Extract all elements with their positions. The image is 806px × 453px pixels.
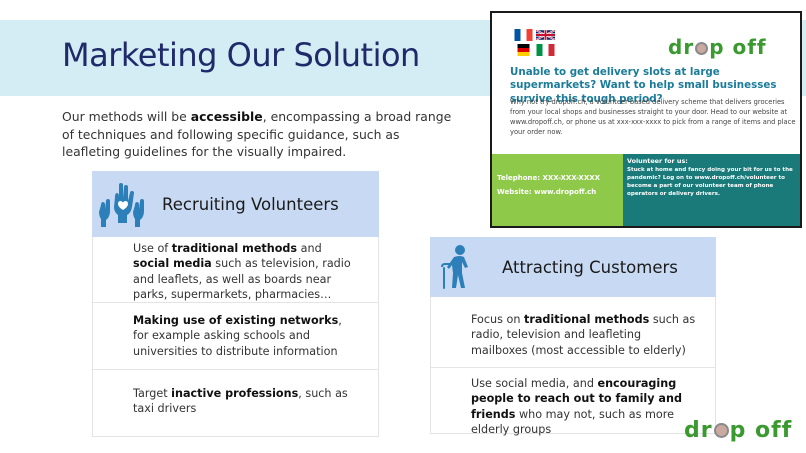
item-text: Focus on	[471, 313, 524, 326]
flyer-volunteer-title: Volunteer for us:	[627, 157, 688, 165]
item-text: and	[297, 242, 322, 255]
uk-flag-icon[interactable]	[536, 29, 555, 41]
slide-title: Marketing Our Solution	[62, 36, 420, 74]
attracting-customers-title: Attracting Customers	[502, 257, 678, 277]
item-text: who may not, such as more elderly groups	[471, 407, 674, 437]
item-text: Use social media, and	[471, 377, 598, 390]
item-bold: Making use of existing networks	[133, 314, 339, 327]
intro-paragraph: Our methods will be accessible, encompas…	[62, 108, 452, 161]
flyer-volunteer-text: Stuck at home and fancy doing your bit f…	[627, 167, 793, 198]
logo-part: dr	[684, 418, 713, 443]
list-item: Making use of existing networks, for exa…	[92, 303, 379, 370]
flyer-headline: Unable to get delivery slots at large su…	[510, 66, 777, 105]
attracting-customers-column: Attracting Customers Focus on traditiona…	[430, 237, 716, 437]
intro-text-2: , encompassing a broad range of techniqu…	[62, 109, 452, 160]
logo-wheel-icon	[713, 423, 729, 438]
item-bold: traditional methods	[524, 313, 650, 326]
list-item: Target inactive professions, such as tax…	[92, 370, 379, 437]
list-item: Use social media, and encouraging people…	[430, 368, 716, 437]
recruiting-volunteers-header: Recruiting Volunteers	[92, 171, 379, 237]
item-text: such as radio, television and leafleting…	[471, 313, 696, 357]
elderly-person-icon	[441, 245, 468, 289]
logo-part: p	[729, 418, 747, 443]
item-text: , such as taxi drivers	[133, 387, 348, 416]
list-item: Use of traditional methods and social me…	[92, 237, 379, 303]
item-text: such as television, radio and leaflets, …	[133, 257, 351, 302]
intro-text-1: Our methods will be	[62, 109, 191, 124]
item-bold: inactive professions	[171, 387, 299, 400]
item-bold: encouraging people to reach out to famil…	[471, 377, 682, 421]
item-text: , for example asking schools and univers…	[133, 314, 342, 358]
logo-wheel-icon	[695, 42, 709, 55]
list-item: Focus on traditional methods such as rad…	[430, 297, 716, 368]
flyer-body-text: Why not try dropoff.ch, a volunteer-base…	[510, 98, 796, 137]
logo-part: off	[732, 35, 767, 59]
attracting-customers-header: Attracting Customers	[430, 237, 716, 297]
recruiting-volunteers-column: Recruiting Volunteers Use of traditional…	[92, 171, 379, 437]
item-text: Target	[133, 387, 172, 400]
flyer-volunteer-box: Volunteer for us: Stuck at home and fanc…	[623, 154, 800, 226]
logo-part: off	[755, 418, 793, 443]
logo-part: dr	[668, 35, 695, 59]
item-bold: traditional methods	[171, 242, 298, 255]
intro-bold-1: accessible	[190, 109, 263, 124]
item-text: Use of	[133, 242, 172, 255]
german-flag-icon[interactable]	[514, 44, 533, 56]
french-flag-icon[interactable]	[514, 29, 533, 41]
language-flags	[514, 29, 558, 57]
flyer-telephone: Telephone: XXX-XXX-XXXX	[497, 174, 601, 182]
italian-flag-icon[interactable]	[536, 44, 555, 56]
flyer-website[interactable]: Website: www.dropoff.ch	[497, 188, 597, 196]
logo-part: p	[709, 35, 725, 59]
flyer-contact-box: Telephone: XXX-XXX-XXXX Website: www.dro…	[492, 154, 623, 226]
raised-hands-icon	[99, 183, 144, 227]
item-bold: social media	[133, 257, 212, 271]
recruiting-volunteers-title: Recruiting Volunteers	[162, 194, 339, 214]
